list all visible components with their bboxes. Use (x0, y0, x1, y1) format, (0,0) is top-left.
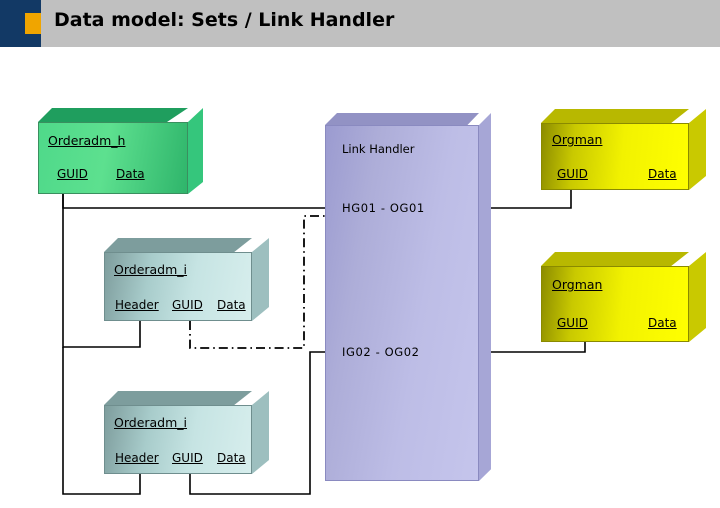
box-side-face (689, 109, 706, 190)
wire-orderadm-i2-header-to-orderadm-h (62, 347, 141, 495)
entity-title-orderadm-h: Orderadm_h (48, 133, 126, 148)
box-labels: Link Handler HG01 - OG01 IG02 - OG02 (325, 125, 479, 481)
wire-orderadm-i1-header-to-orderadm-h (62, 208, 141, 348)
field-orgman-bottom-data: Data (648, 316, 677, 330)
box-front-face (38, 122, 188, 194)
header-orange-square-icon (25, 13, 41, 34)
entity-box-orderadm-h[interactable]: Orderadm_h GUID Data (38, 108, 203, 194)
field-orderadm-i-top-header: Header (115, 298, 159, 312)
box-side-face (689, 252, 706, 342)
box-labels: Orderadm_i Header GUID Data (104, 405, 252, 474)
box-side-face (252, 391, 269, 474)
box-top-face (541, 109, 689, 123)
entity-title-orgman-bottom: Orgman (552, 277, 603, 292)
box-top-face (104, 391, 252, 405)
entity-box-orgman-top[interactable]: Orgman GUID Data (541, 109, 706, 190)
box-side-face (479, 113, 491, 481)
box-top-face (104, 238, 252, 252)
link-handler-title: Link Handler (342, 142, 415, 156)
box-front-face (104, 405, 252, 474)
link-handler-box[interactable]: Link Handler HG01 - OG01 IG02 - OG02 (325, 113, 491, 481)
field-orderadm-h-data: Data (116, 167, 145, 181)
box-labels: Orgman GUID Data (541, 266, 689, 342)
field-orderadm-i-bottom-header: Header (115, 451, 159, 465)
wire-orderadm-h-guid-to-hg01 (62, 193, 340, 209)
entity-box-orgman-bottom[interactable]: Orgman GUID Data (541, 252, 706, 342)
field-orderadm-i-bottom-data: Data (217, 451, 246, 465)
field-orderadm-i-top-guid: GUID (172, 298, 203, 312)
box-top-face (325, 113, 479, 125)
entity-title-orderadm-i-top: Orderadm_i (114, 262, 188, 277)
field-orderadm-h-guid: GUID (57, 167, 88, 181)
box-side-face (252, 238, 269, 321)
wire-orderadm-i1-guid-to-hg01-dashdot (189, 215, 340, 349)
entity-box-orderadm-i-top[interactable]: Orderadm_i Header GUID Data (104, 238, 269, 321)
box-labels: Orderadm_i Header GUID Data (104, 252, 252, 321)
box-top-face (541, 252, 689, 266)
box-front-face (325, 125, 479, 481)
link-handler-link-ig02: IG02 - OG02 (342, 345, 420, 359)
entity-title-orgman-top: Orgman (552, 132, 603, 147)
field-orgman-top-data: Data (648, 167, 677, 181)
field-orgman-top-guid: GUID (557, 167, 588, 181)
box-labels: Orgman GUID Data (541, 123, 689, 190)
entity-title-orderadm-i-bottom: Orderadm_i (114, 415, 188, 430)
box-front-face (541, 123, 689, 190)
field-orderadm-i-bottom-guid: GUID (172, 451, 203, 465)
slide-header (0, 0, 720, 47)
link-handler-link-hg01: HG01 - OG01 (342, 201, 425, 215)
entity-box-orderadm-i-bottom[interactable]: Orderadm_i Header GUID Data (104, 391, 269, 474)
box-front-face (541, 266, 689, 342)
box-labels: Orderadm_h GUID Data (38, 122, 188, 194)
page-title: Data model: Sets / Link Handler (54, 9, 395, 31)
box-side-face (188, 108, 203, 194)
wire-orderadm-i2-guid-to-ig02 (189, 351, 340, 495)
field-orderadm-i-top-data: Data (217, 298, 246, 312)
box-top-face (38, 108, 188, 122)
field-orgman-bottom-guid: GUID (557, 316, 588, 330)
box-front-face (104, 252, 252, 321)
